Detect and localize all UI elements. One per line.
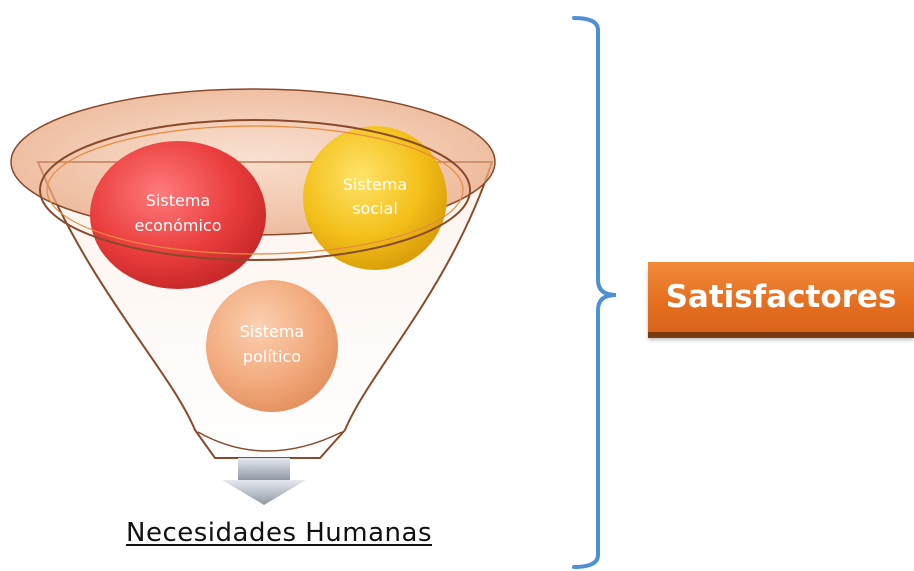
circle-label-line1: Sistema: [343, 175, 407, 194]
circle-sistema-politico: Sistema político: [206, 280, 338, 412]
satisfactores-label-box: Satisfactores: [648, 262, 914, 332]
funnel-rim-inner-highlight: [46, 125, 464, 255]
satisfactores-label: Satisfactores: [665, 279, 897, 315]
circle-label-line2: político: [243, 347, 301, 366]
circle-label-line1: Sistema: [146, 191, 210, 210]
circle-label-line2: social: [352, 199, 398, 218]
circle-sistema-social: Sistema social: [303, 126, 447, 270]
circle-label-line1: Sistema: [240, 322, 304, 341]
down-arrow-icon: [222, 458, 306, 505]
funnel-rim-inner: [39, 119, 471, 261]
funnel-spout: [197, 431, 343, 452]
output-label: Necesidades Humanas: [126, 518, 432, 548]
circle-sistema-economico: Sistema económico: [90, 141, 266, 289]
circle-label-line2: económico: [135, 216, 222, 235]
right-brace: [572, 16, 617, 569]
